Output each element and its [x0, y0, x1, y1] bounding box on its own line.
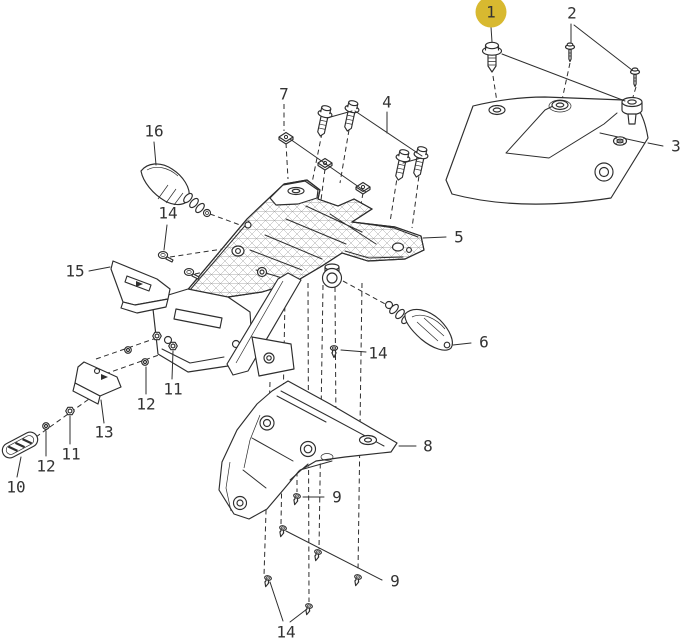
callout-label: 14	[158, 204, 177, 223]
callout-9[interactable]: 9	[332, 488, 342, 507]
part-1-screw	[481, 41, 503, 73]
part-2-screws	[564, 42, 641, 88]
callout-2[interactable]: 2	[567, 4, 577, 23]
callout-1-highlighted[interactable]: 1	[475, 0, 507, 28]
part-3-top-cover	[445, 96, 649, 205]
part-5-carrier-bracket	[151, 179, 425, 377]
callout-12[interactable]: 12	[36, 457, 55, 476]
callout-11[interactable]: 11	[163, 380, 182, 399]
callout-13[interactable]: 13	[94, 423, 113, 442]
callout-label: 8	[423, 437, 433, 456]
callout-label: 12	[136, 395, 155, 414]
callout-5[interactable]: 5	[454, 228, 464, 247]
callout-label: 13	[94, 423, 113, 442]
part-8-rear-fender	[218, 380, 398, 520]
callout-11[interactable]: 11	[61, 445, 80, 464]
leader-lines	[16, 23, 664, 623]
callout-label: 6	[479, 333, 489, 352]
callout-10[interactable]: 10	[6, 478, 25, 497]
callout-label: 10	[6, 478, 25, 497]
callout-6[interactable]: 6	[479, 333, 489, 352]
callout-7[interactable]: 7	[279, 85, 289, 104]
callout-3[interactable]: 3	[671, 137, 681, 156]
callout-label: 11	[61, 445, 80, 464]
callout-label: 12	[36, 457, 55, 476]
callout-label: 16	[144, 122, 163, 141]
callout-label: 9	[390, 572, 400, 591]
callout-label: 11	[163, 380, 182, 399]
part-4-bolts	[312, 98, 431, 183]
callout-label: 14	[368, 344, 387, 363]
part-15-cover	[110, 260, 171, 314]
callout-label: 2	[567, 4, 577, 23]
callout-14[interactable]: 14	[276, 623, 295, 641]
callout-14[interactable]: 14	[158, 204, 177, 223]
callout-label: 14	[276, 623, 295, 641]
part-6-turn-signal-right	[384, 300, 453, 351]
callout-4[interactable]: 4	[382, 93, 392, 112]
callout-9[interactable]: 9	[390, 572, 400, 591]
callout-label: 15	[65, 262, 84, 281]
callout-label: 4	[382, 93, 392, 112]
callout-label: 3	[671, 137, 681, 156]
callout-16[interactable]: 16	[144, 122, 163, 141]
callout-label: 7	[279, 85, 289, 104]
callout-12[interactable]: 12	[136, 395, 155, 414]
part-13-cover	[72, 361, 122, 405]
highlight-circle	[475, 0, 507, 28]
callout-label: 1	[486, 3, 496, 22]
callout-14[interactable]: 14	[368, 344, 387, 363]
callout-8[interactable]: 8	[423, 437, 433, 456]
callout-label: 5	[454, 228, 464, 247]
part-16-turn-signal-left	[140, 163, 212, 218]
callout-label: 9	[332, 488, 342, 507]
callout-15[interactable]: 15	[65, 262, 84, 281]
part-10-reflector	[1, 431, 39, 459]
